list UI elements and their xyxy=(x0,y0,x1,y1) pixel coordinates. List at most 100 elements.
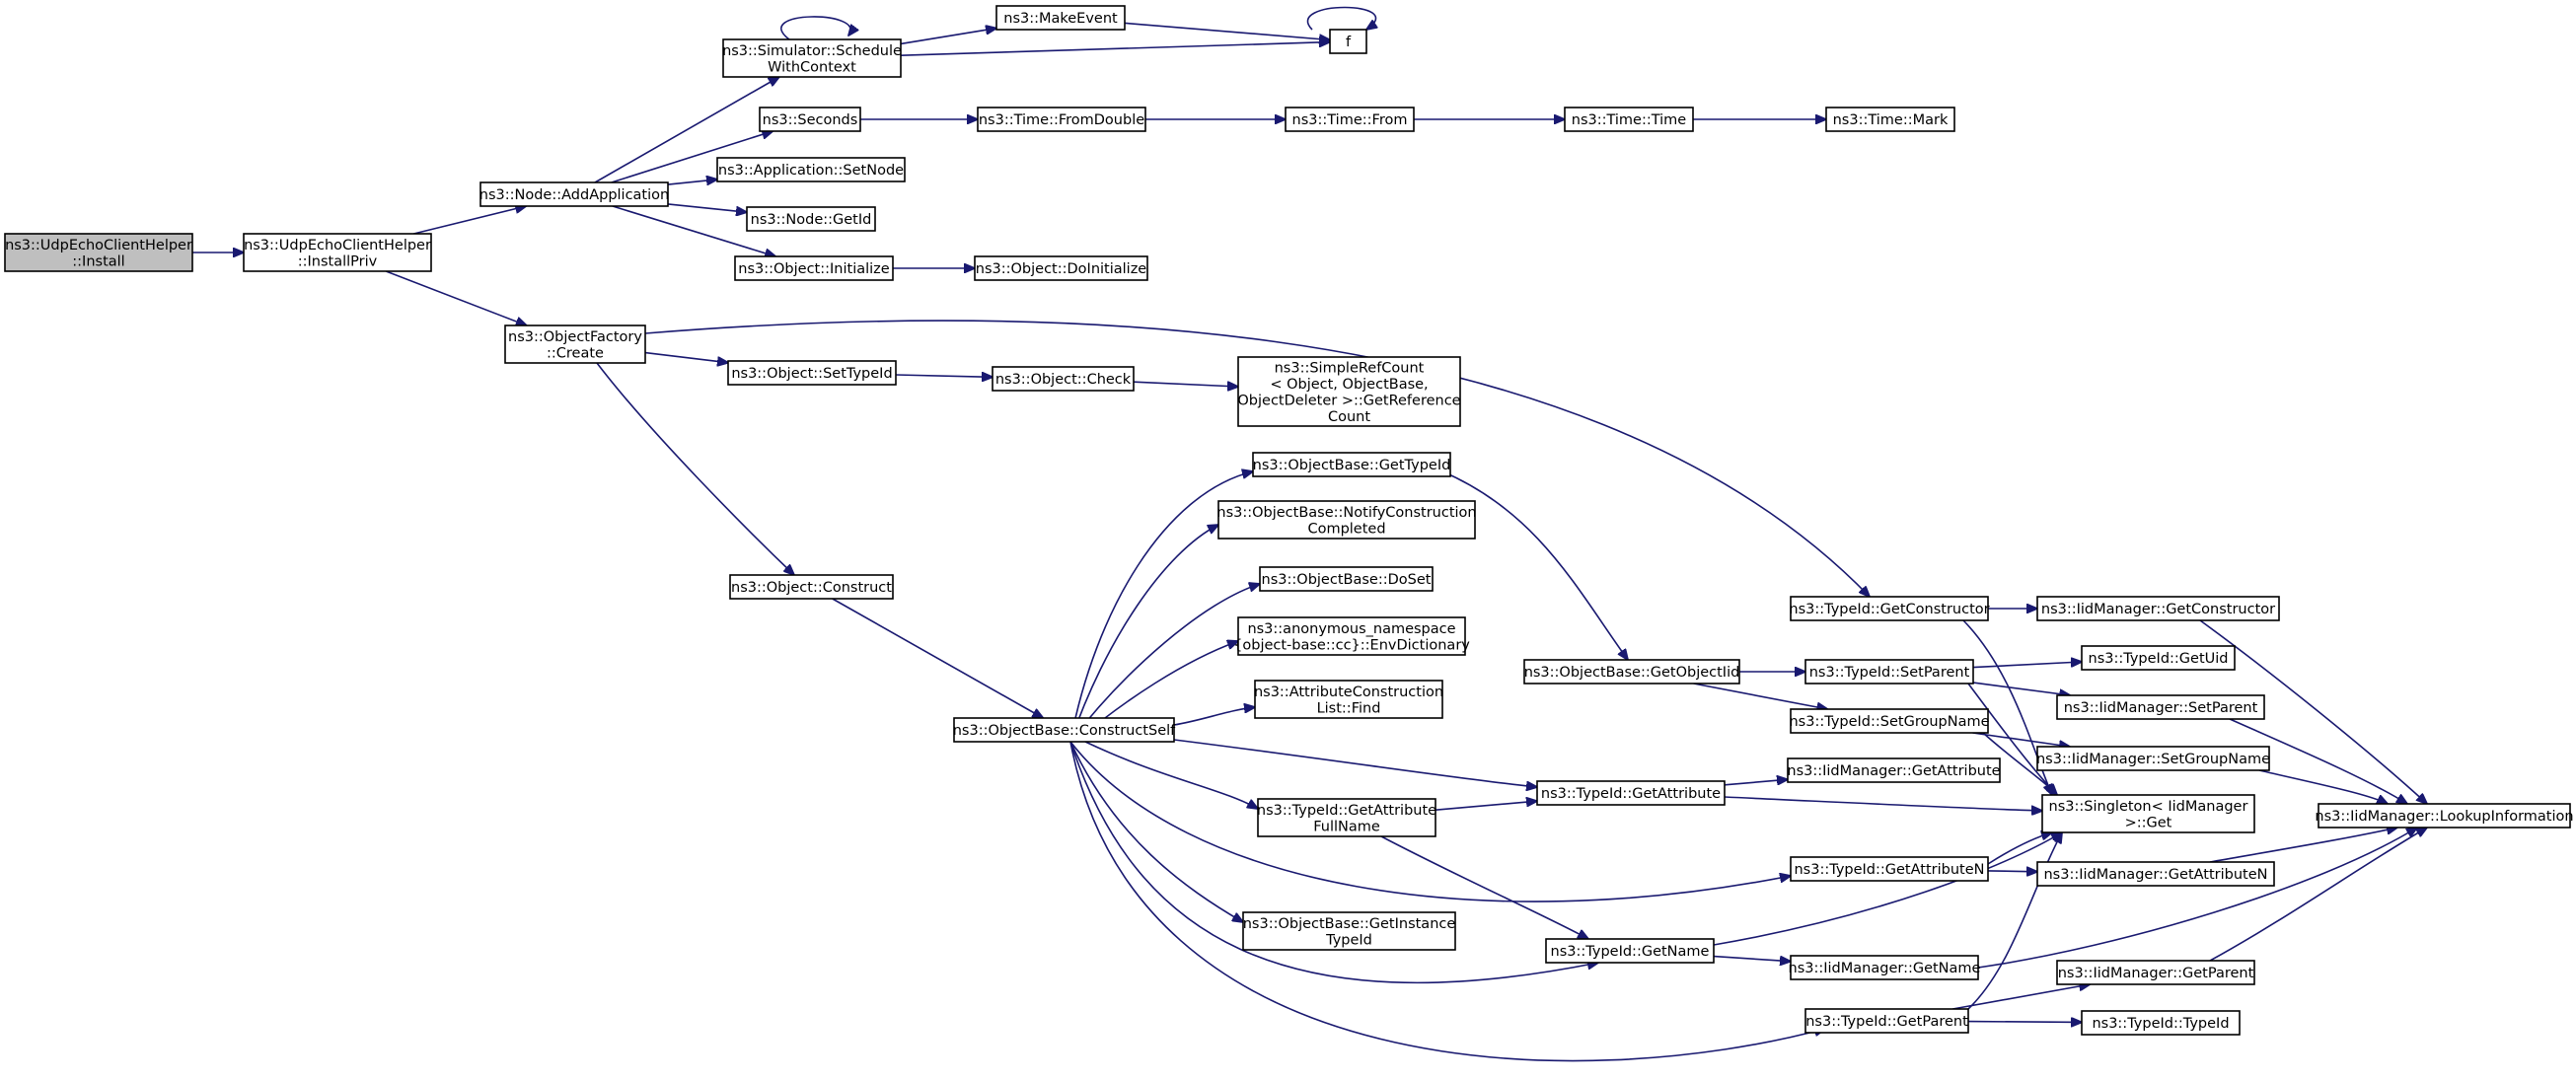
edge-getparent-to-iid_getparent xyxy=(1952,984,2090,1010)
node-label-line: ns3::IidManager::GetConstructor xyxy=(2041,602,2275,617)
edge-iid_getname-to-lookup xyxy=(1977,828,2417,969)
node-label-line: < Object, ObjectBase, xyxy=(1270,377,1428,393)
node-box xyxy=(1257,798,1436,837)
node-addapp[interactable]: ns3::Node::AddApplication xyxy=(479,181,669,207)
node-box xyxy=(1787,757,2001,783)
node-initialize[interactable]: ns3::Object::Initialize xyxy=(734,255,894,281)
node-objfactory[interactable]: ns3::ObjectFactory::Create xyxy=(504,324,646,364)
node-label-line: ns3::ObjectFactory xyxy=(508,329,642,345)
node-label-line: ns3::Object::DoInitialize xyxy=(976,261,1147,277)
node-iid_getparent[interactable]: ns3::IidManager::GetParent xyxy=(2056,960,2255,985)
node-construct[interactable]: ns3::Object::Construct xyxy=(729,574,894,600)
node-label-line: ns3::TypeId::GetParent xyxy=(1805,1014,1968,1030)
node-timetime[interactable]: ns3::Time::Time xyxy=(1564,107,1694,132)
node-getparent[interactable]: ns3::TypeId::GetParent xyxy=(1804,1008,1969,1034)
node-box xyxy=(1237,616,1466,656)
node-label-line: ns3::IidManager::GetParent xyxy=(2058,966,2254,981)
node-getid[interactable]: ns3::Node::GetId xyxy=(746,206,876,232)
edge-getname-to-singleton xyxy=(1713,832,2062,946)
node-box xyxy=(2056,694,2265,720)
node-f[interactable]: f xyxy=(1329,29,1367,54)
node-getuid[interactable]: ns3::TypeId::GetUid xyxy=(2081,645,2236,671)
edge-constructself-to-attrfind xyxy=(1173,707,1255,726)
node-setparent[interactable]: ns3::TypeId::SetParent xyxy=(1804,659,1974,685)
node-iid_getattr[interactable]: ns3::IidManager::GetAttribute xyxy=(1787,757,2001,783)
node-label-line: ns3::TypeId::GetUid xyxy=(2089,651,2229,667)
edge-constructself-to-doset xyxy=(1069,584,1260,743)
node-timemark[interactable]: ns3::Time::Mark xyxy=(1825,107,1955,132)
node-getattrn[interactable]: ns3::TypeId::GetAttributeN xyxy=(1790,856,1989,882)
node-refcount[interactable]: ns3::SimpleRefCount< Object, ObjectBase,… xyxy=(1237,356,1461,427)
node-doset[interactable]: ns3::ObjectBase::DoSet xyxy=(1259,566,1434,592)
edge-getattrfull-to-getname xyxy=(1380,835,1588,939)
node-label-line: ns3::TypeId::GetName xyxy=(1551,944,1710,960)
node-iid_getconstructor[interactable]: ns3::IidManager::GetConstructor xyxy=(2036,596,2280,621)
node-notify[interactable]: ns3::ObjectBase::NotifyConstructionCompl… xyxy=(1216,500,1477,540)
node-setgroupname[interactable]: ns3::TypeId::SetGroupName xyxy=(1789,708,1990,734)
node-label-line: FullName xyxy=(1313,819,1380,834)
node-label-line: ns3::UdpEchoClientHelper xyxy=(5,238,192,253)
node-label-line: ns3::Object::Construct xyxy=(731,580,892,596)
node-fromdouble[interactable]: ns3::Time::FromDouble xyxy=(977,107,1146,132)
node-label-line: WithContext xyxy=(768,59,856,75)
node-box xyxy=(734,255,894,281)
edge-schedule-to-makeevent xyxy=(900,29,996,45)
node-iid_getattrn[interactable]: ns3::IidManager::GetAttributeN xyxy=(2036,861,2275,887)
node-label-line: ::Install xyxy=(72,253,124,269)
edge-constructself-to-getparent xyxy=(1069,741,1825,1062)
node-label-line: ObjectDeleter >::GetReference xyxy=(1237,393,1460,408)
node-label-line: ns3::Time::FromDouble xyxy=(979,112,1144,128)
edge-schedule-to-f xyxy=(900,42,1330,56)
node-box xyxy=(716,157,906,182)
node-label-line: ns3::ObjectBase::GetInstance xyxy=(1243,916,1456,932)
node-label-line: ns3::TypeId::TypeId xyxy=(2092,1016,2229,1032)
node-getname[interactable]: ns3::TypeId::GetName xyxy=(1545,938,1715,964)
node-constructself[interactable]: ns3::ObjectBase::ConstructSelf xyxy=(953,717,1176,743)
node-box xyxy=(2318,803,2571,829)
edge-installpriv-to-objfactory xyxy=(385,270,527,325)
node-box xyxy=(1329,29,1367,54)
node-box xyxy=(1259,566,1434,592)
edge-getparent-to-singleton xyxy=(1967,832,2062,1010)
node-label-line: ns3::Time::Time xyxy=(1572,112,1687,128)
node-seconds[interactable]: ns3::Seconds xyxy=(759,107,861,132)
node-iid_getname[interactable]: ns3::IidManager::GetName xyxy=(1789,955,1981,980)
node-root[interactable]: ns3::UdpEchoClientHelper::Install xyxy=(4,233,193,272)
node-check[interactable]: ns3::Object::Check xyxy=(992,366,1135,392)
node-label-line: ns3::IidManager::GetAttribute xyxy=(1787,763,2000,779)
node-box xyxy=(1545,938,1715,964)
node-singleton[interactable]: ns3::Singleton< IidManager>::Get xyxy=(2041,794,2255,833)
node-getobjtid[interactable]: ns3::ObjectBase::GetObjectIid xyxy=(1523,659,1740,685)
node-lookup[interactable]: ns3::IidManager::LookupInformation xyxy=(2315,803,2574,829)
edge-iid_getconstructor-to-lookup xyxy=(2199,619,2427,804)
node-installpriv[interactable]: ns3::UdpEchoClientHelper::InstallPriv xyxy=(243,233,432,272)
node-gettypeid[interactable]: ns3::ObjectBase::GetTypeId xyxy=(1252,452,1451,477)
node-typeidtypeid[interactable]: ns3::TypeId::TypeId xyxy=(2081,1010,2241,1036)
node-box xyxy=(1825,107,1955,132)
node-doinit[interactable]: ns3::Object::DoInitialize xyxy=(974,255,1148,281)
node-box xyxy=(504,324,646,364)
node-box xyxy=(1790,856,1989,882)
edge-getparent-to-typeidtypeid xyxy=(1967,1022,2082,1023)
edge-settypeid-to-check xyxy=(895,375,993,377)
node-box xyxy=(1523,659,1740,685)
node-makeevent[interactable]: ns3::MakeEvent xyxy=(995,5,1126,31)
node-iid_setgroupname[interactable]: ns3::IidManager::SetGroupName xyxy=(2036,746,2270,771)
node-setnode[interactable]: ns3::Application::SetNode xyxy=(716,157,906,182)
node-box xyxy=(722,38,902,78)
node-getattr[interactable]: ns3::TypeId::GetAttribute xyxy=(1536,780,1726,806)
node-timefrom[interactable]: ns3::Time::From xyxy=(1285,107,1415,132)
edge-makeevent-to-f xyxy=(1124,22,1330,39)
node-label-line: ns3::Time::From xyxy=(1292,112,1408,128)
node-box xyxy=(2041,794,2255,833)
node-box xyxy=(1790,955,1979,980)
node-settypeid[interactable]: ns3::Object::SetTypeId xyxy=(727,360,897,386)
node-envdict[interactable]: ns3::anonymous_namespace{object-base::cc… xyxy=(1233,616,1470,656)
node-getconstructor[interactable]: ns3::TypeId::GetConstructor xyxy=(1789,596,1990,621)
node-iid_setparent[interactable]: ns3::IidManager::SetParent xyxy=(2056,694,2265,720)
